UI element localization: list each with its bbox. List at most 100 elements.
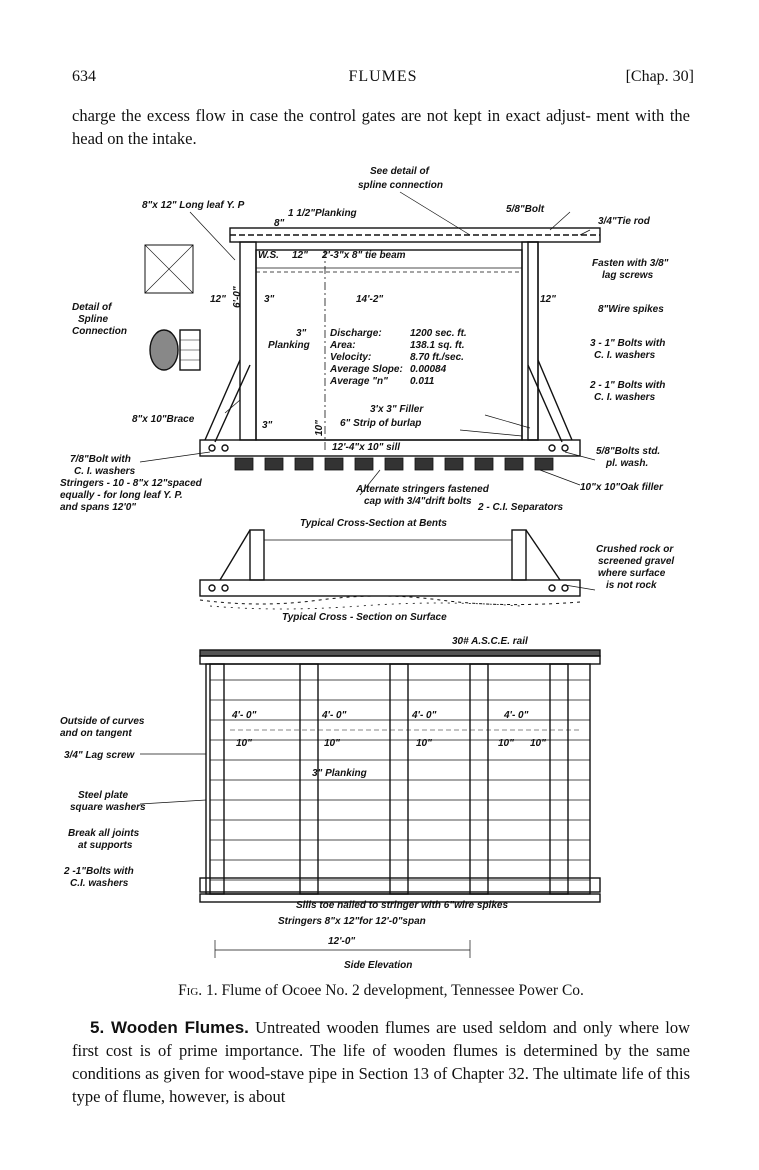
label-typical-surface: Typical Cross - Section on Surface bbox=[282, 612, 447, 623]
label-planking-word: Planking bbox=[268, 340, 310, 351]
label-ten-4: 10" bbox=[498, 738, 514, 749]
label-leaf: 8"x 12" Long leaf Y. P bbox=[142, 200, 245, 211]
label-tangent: and on tangent bbox=[60, 728, 132, 739]
value-n: 0.011 bbox=[410, 376, 435, 387]
label-ci-washers-2: C. I. washers bbox=[594, 392, 656, 403]
label-bolts-2: 2 - 1" Bolts with bbox=[589, 380, 665, 391]
label-see-detail: See detail of bbox=[370, 166, 431, 177]
label-ten-5: 10" bbox=[530, 738, 546, 749]
label-not-rock: is not rock bbox=[606, 580, 657, 591]
label-discharge: Discharge: bbox=[330, 328, 382, 339]
label-twelve-in: 12" bbox=[292, 250, 308, 261]
value-velocity: 8.70 ft./sec. bbox=[410, 352, 464, 363]
label-outside: Outside of curves bbox=[60, 716, 145, 727]
label-burlap: 6" Strip of burlap bbox=[340, 418, 421, 429]
chapter-label: [Chap. 30] bbox=[625, 68, 694, 85]
label-detail-of: Detail of bbox=[72, 302, 113, 313]
label-fasten: Fasten with 3/8" bbox=[592, 258, 669, 269]
label-spline: Spline bbox=[78, 314, 108, 325]
label-lag-screw: 3/4" Lag screw bbox=[64, 750, 136, 761]
sill-shape bbox=[199, 439, 581, 457]
label-n: Average "n" bbox=[329, 376, 388, 387]
label-twelve-r: 12" bbox=[540, 294, 556, 305]
label-ws: W.S. bbox=[258, 250, 279, 261]
label-separators: 2 - C.I. Separators bbox=[477, 502, 563, 513]
label-lag-screws: lag screws bbox=[602, 270, 654, 281]
page-number: 634 bbox=[72, 68, 96, 85]
label-connection: Connection bbox=[72, 326, 127, 337]
label-spans: and spans 12'0" bbox=[60, 502, 136, 513]
label-spacing-3: 4'- 0" bbox=[411, 710, 437, 721]
label-filler: 3'x 3" Filler bbox=[370, 404, 424, 415]
label-planking-3b: 3" Planking bbox=[312, 768, 367, 779]
label-velocity: Velocity: bbox=[330, 352, 371, 363]
label-sill: 12'-4"x 10" sill bbox=[332, 442, 400, 453]
label-rail: 30# A.S.C.E. rail bbox=[452, 636, 528, 647]
left-post bbox=[239, 241, 257, 441]
running-title: FLUMES bbox=[348, 68, 418, 85]
label-square-washers: square washers bbox=[70, 802, 146, 813]
rail-shape bbox=[199, 649, 601, 657]
label-eight-in: 8" bbox=[274, 218, 285, 229]
label-equally: equally - for long leaf Y. P. bbox=[60, 490, 183, 501]
section-paragraph: 5. Wooden Flumes. Untreated wooden flume… bbox=[72, 1016, 690, 1108]
label-ci-washers-3: C. I. washers bbox=[74, 466, 136, 477]
paragraph-top: charge the excess flow in case the contr… bbox=[72, 106, 690, 148]
label-wire-spikes: 8"Wire spikes bbox=[598, 304, 664, 315]
label-steel-plate: Steel plate bbox=[78, 790, 128, 801]
label-ci-washers-1: C. I. washers bbox=[594, 350, 656, 361]
label-cap: cap with 3/4"drift bolts bbox=[364, 496, 472, 507]
label-ten-in: 10" bbox=[314, 420, 325, 436]
label-tie-rod: 3/4"Tie rod bbox=[598, 216, 651, 227]
label-ten-1: 10" bbox=[236, 738, 252, 749]
label-alternate: Alternate stringers fastened bbox=[355, 484, 490, 495]
label-planking-1-5: 1 1/2"Planking bbox=[288, 208, 357, 219]
label-at-supports: at supports bbox=[78, 840, 133, 851]
label-break-joints: Break all joints bbox=[68, 828, 140, 839]
figure-caption: Fig. 1. Flume of Ocoee No. 2 development… bbox=[72, 982, 690, 1000]
label-planking-3: 3" bbox=[296, 328, 307, 339]
section-heading: 5. Wooden Flumes. bbox=[90, 1018, 249, 1037]
label-dim-12: 12'-0" bbox=[328, 936, 355, 947]
label-tie-beam: 2'-3"x 8" tie beam bbox=[321, 250, 406, 261]
label-ten-3: 10" bbox=[416, 738, 432, 749]
label-side-elevation: Side Elevation bbox=[344, 960, 412, 970]
label-bolts-std: 5/8"Bolts std. bbox=[596, 446, 660, 457]
label-stringers-span: Stringers 8"x 12"for 12'-0"span bbox=[278, 916, 426, 927]
label-three-b: 3" bbox=[262, 420, 273, 431]
label-bolt-with: 7/8"Bolt with bbox=[70, 454, 131, 465]
section-text: Untreated wooden flumes are used seldom … bbox=[72, 1018, 690, 1106]
label-bolts-3: 2 -1"Bolts with bbox=[63, 866, 134, 877]
label-twelve-l: 12" bbox=[210, 294, 226, 305]
label-spacing-1: 4'- 0" bbox=[231, 710, 257, 721]
label-oak-filler: 10"x 10"Oak filler bbox=[580, 482, 664, 493]
value-slope: 0.00084 bbox=[410, 364, 447, 375]
right-post bbox=[521, 241, 539, 441]
flume-drawing: See detail of spline connection 5/8"Bolt… bbox=[60, 166, 674, 971]
label-bolt-5-8: 5/8"Bolt bbox=[506, 204, 545, 215]
label-width-14: 14'-2" bbox=[356, 294, 383, 305]
label-where-surface: where surface bbox=[598, 568, 666, 579]
label-stringers: Stringers - 10 - 8"x 12"spaced bbox=[60, 478, 203, 489]
figure-number: Fig. 1. bbox=[178, 982, 218, 999]
label-spacing-4: 4'- 0" bbox=[503, 710, 529, 721]
label-bolts-1: 3 - 1" Bolts with bbox=[590, 338, 665, 349]
label-six-ft: 6'-0" bbox=[232, 286, 243, 308]
figure-caption-text: Flume of Ocoee No. 2 development, Tennes… bbox=[221, 982, 584, 999]
running-head: 634 FLUMES [Chap. 30] bbox=[72, 68, 694, 92]
label-ten-2: 10" bbox=[324, 738, 340, 749]
label-spacing-2: 4'- 0" bbox=[321, 710, 347, 721]
label-typical-bents: Typical Cross-Section at Bents bbox=[300, 518, 447, 529]
label-spline-connection: spline connection bbox=[358, 180, 443, 191]
label-slope: Average Slope: bbox=[329, 364, 403, 375]
label-brace: 8"x 10"Brace bbox=[132, 414, 195, 425]
label-screened: screened gravel bbox=[598, 556, 674, 567]
label-three-in: 3" bbox=[264, 294, 275, 305]
label-crushed: Crushed rock or bbox=[596, 544, 674, 555]
label-area: Area: bbox=[329, 340, 356, 351]
flume-figure: See detail of spline connection 5/8"Bolt… bbox=[60, 160, 700, 975]
value-area: 138.1 sq. ft. bbox=[410, 340, 464, 351]
label-ci-washers-4: C.I. washers bbox=[70, 878, 129, 889]
value-discharge: 1200 sec. ft. bbox=[410, 328, 467, 339]
